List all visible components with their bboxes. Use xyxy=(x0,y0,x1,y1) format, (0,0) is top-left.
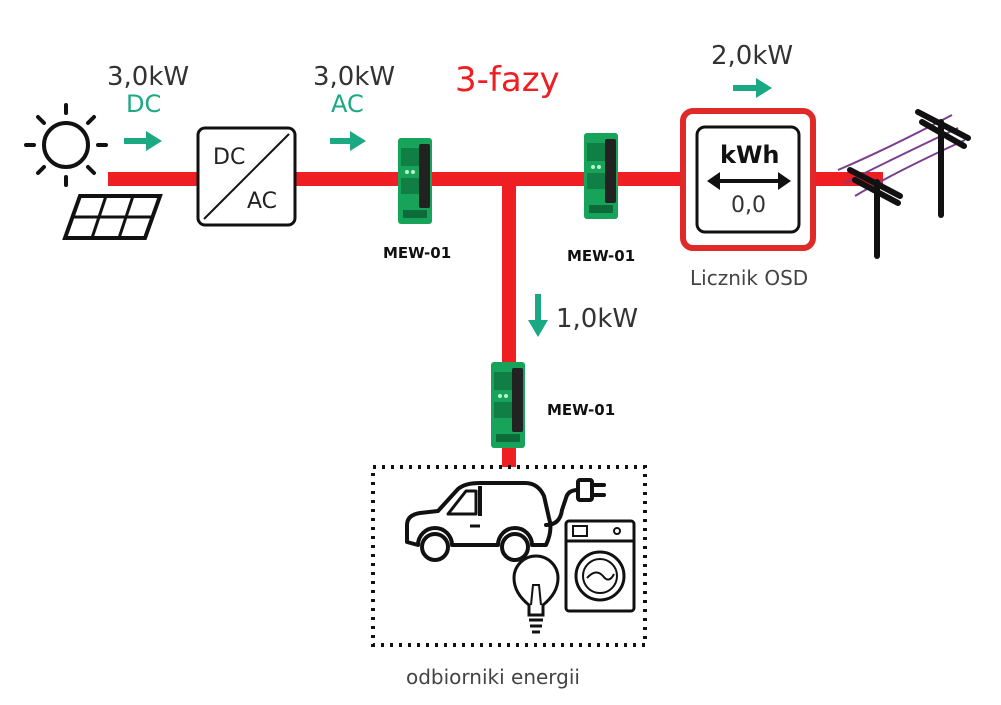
loads-caption: odbiorniki energii xyxy=(406,665,580,689)
inverter-input-label: DC xyxy=(213,145,246,170)
meter-box xyxy=(680,108,816,251)
meter-reading: 0,0 xyxy=(731,193,766,218)
power-pole-icon xyxy=(837,109,971,259)
grid-arrow-icon xyxy=(733,78,772,98)
washing-machine-icon xyxy=(564,519,636,613)
light-bulb-icon xyxy=(512,554,560,634)
sun-icon xyxy=(24,103,108,187)
device-label: MEW-01 xyxy=(567,247,636,265)
loads-box xyxy=(371,465,647,647)
branch-power-label: 1,0kW xyxy=(556,304,639,334)
branch-arrow-icon xyxy=(528,294,548,337)
phase-label: 3-fazy xyxy=(455,60,560,100)
car-icon xyxy=(405,481,553,562)
pv-power-label: 3,0kW xyxy=(107,62,190,92)
inverter-box xyxy=(196,126,297,227)
meter-caption: Licznik OSD xyxy=(690,266,809,290)
solar-panel-icon xyxy=(62,194,163,240)
ac-arrow-icon xyxy=(330,131,366,151)
ac-current-type: AC xyxy=(331,90,364,118)
bidirectional-arrow-icon xyxy=(707,172,791,190)
pv-current-type: DC xyxy=(126,90,162,118)
ac-power-label: 3,0kW xyxy=(313,62,396,92)
grid-power-label: 2,0kW xyxy=(711,41,794,71)
device-label: MEW-01 xyxy=(383,244,452,262)
mew-device-icon xyxy=(491,362,525,448)
device-label: MEW-01 xyxy=(547,401,616,419)
mew-device-icon xyxy=(398,138,432,224)
mew-device-icon xyxy=(584,133,618,219)
meter-unit-label: kWh xyxy=(720,141,780,169)
pv-arrow-icon xyxy=(124,131,162,151)
plug-icon xyxy=(544,478,606,527)
inverter-output-label: AC xyxy=(247,189,278,214)
